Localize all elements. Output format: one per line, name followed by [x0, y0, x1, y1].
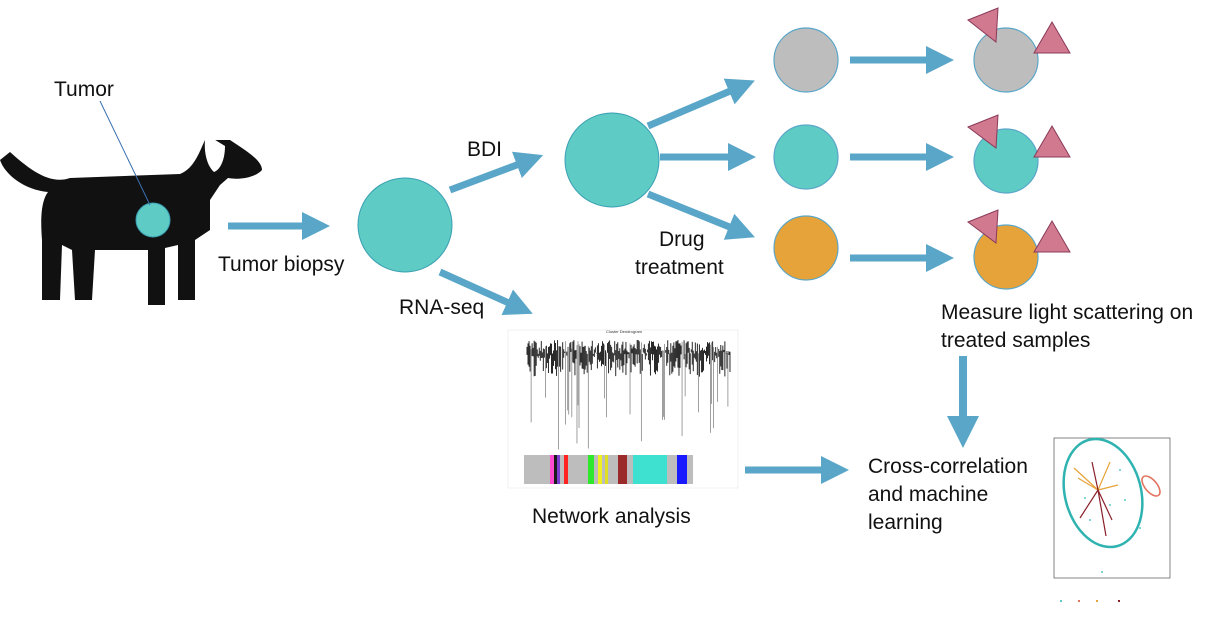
- drug-label: Drug: [659, 228, 705, 251]
- bdi-arrow: [448, 151, 544, 194]
- network-analysis-label: Network analysis: [532, 505, 691, 528]
- biopsy-sample-circle: [357, 177, 453, 273]
- treatment-arrow-bottom: [646, 190, 755, 240]
- treatment-arrow-top: [646, 78, 755, 130]
- tumor-circle-icon: [135, 202, 171, 238]
- particle-triangle-icon: [1033, 21, 1071, 54]
- tumor-label: Tumor: [54, 78, 114, 101]
- treatment-label: treatment: [635, 256, 724, 279]
- treated-circle-gray: [773, 27, 839, 93]
- tumor-pointer-line: [99, 100, 151, 206]
- dendrogram-branches: [526, 340, 731, 450]
- machine-label: and machine: [868, 483, 988, 506]
- rna-seq-label: RNA-seq: [399, 296, 484, 319]
- cross-correlation-label: Cross-correlation: [868, 455, 1028, 478]
- dendrogram-figure: Cluster Dendrogram: [507, 329, 739, 489]
- bdi-label: BDI: [467, 138, 502, 161]
- learning-label: learning: [868, 511, 943, 534]
- particle-triangle-icon: [966, 209, 999, 244]
- particle-triangle-icon: [967, 7, 999, 43]
- particle-triangle-icon: [1033, 125, 1071, 158]
- treated-circle-orange: [773, 215, 839, 281]
- measure-label-line2: treated samples: [941, 329, 1090, 352]
- module-color-bar: [524, 455, 693, 484]
- dog-icon: [0, 138, 262, 305]
- measured-circle-orange: [973, 224, 1039, 290]
- particle-triangle-icon: [966, 114, 999, 149]
- measure-label-line1: Measure light scattering on: [941, 301, 1193, 324]
- measured-circle-teal: [973, 128, 1039, 194]
- measured-circle-gray: [973, 27, 1039, 93]
- bdi-culture-circle: [564, 112, 660, 208]
- pca-biplot-figure: [1053, 437, 1171, 602]
- particle-triangle-icon: [1033, 220, 1071, 253]
- tumor-biopsy-label: Tumor biopsy: [218, 253, 345, 276]
- rna-seq-arrow: [438, 268, 533, 316]
- svg-text:Cluster Dendrogram: Cluster Dendrogram: [606, 329, 643, 334]
- treated-circle-teal: [773, 124, 839, 190]
